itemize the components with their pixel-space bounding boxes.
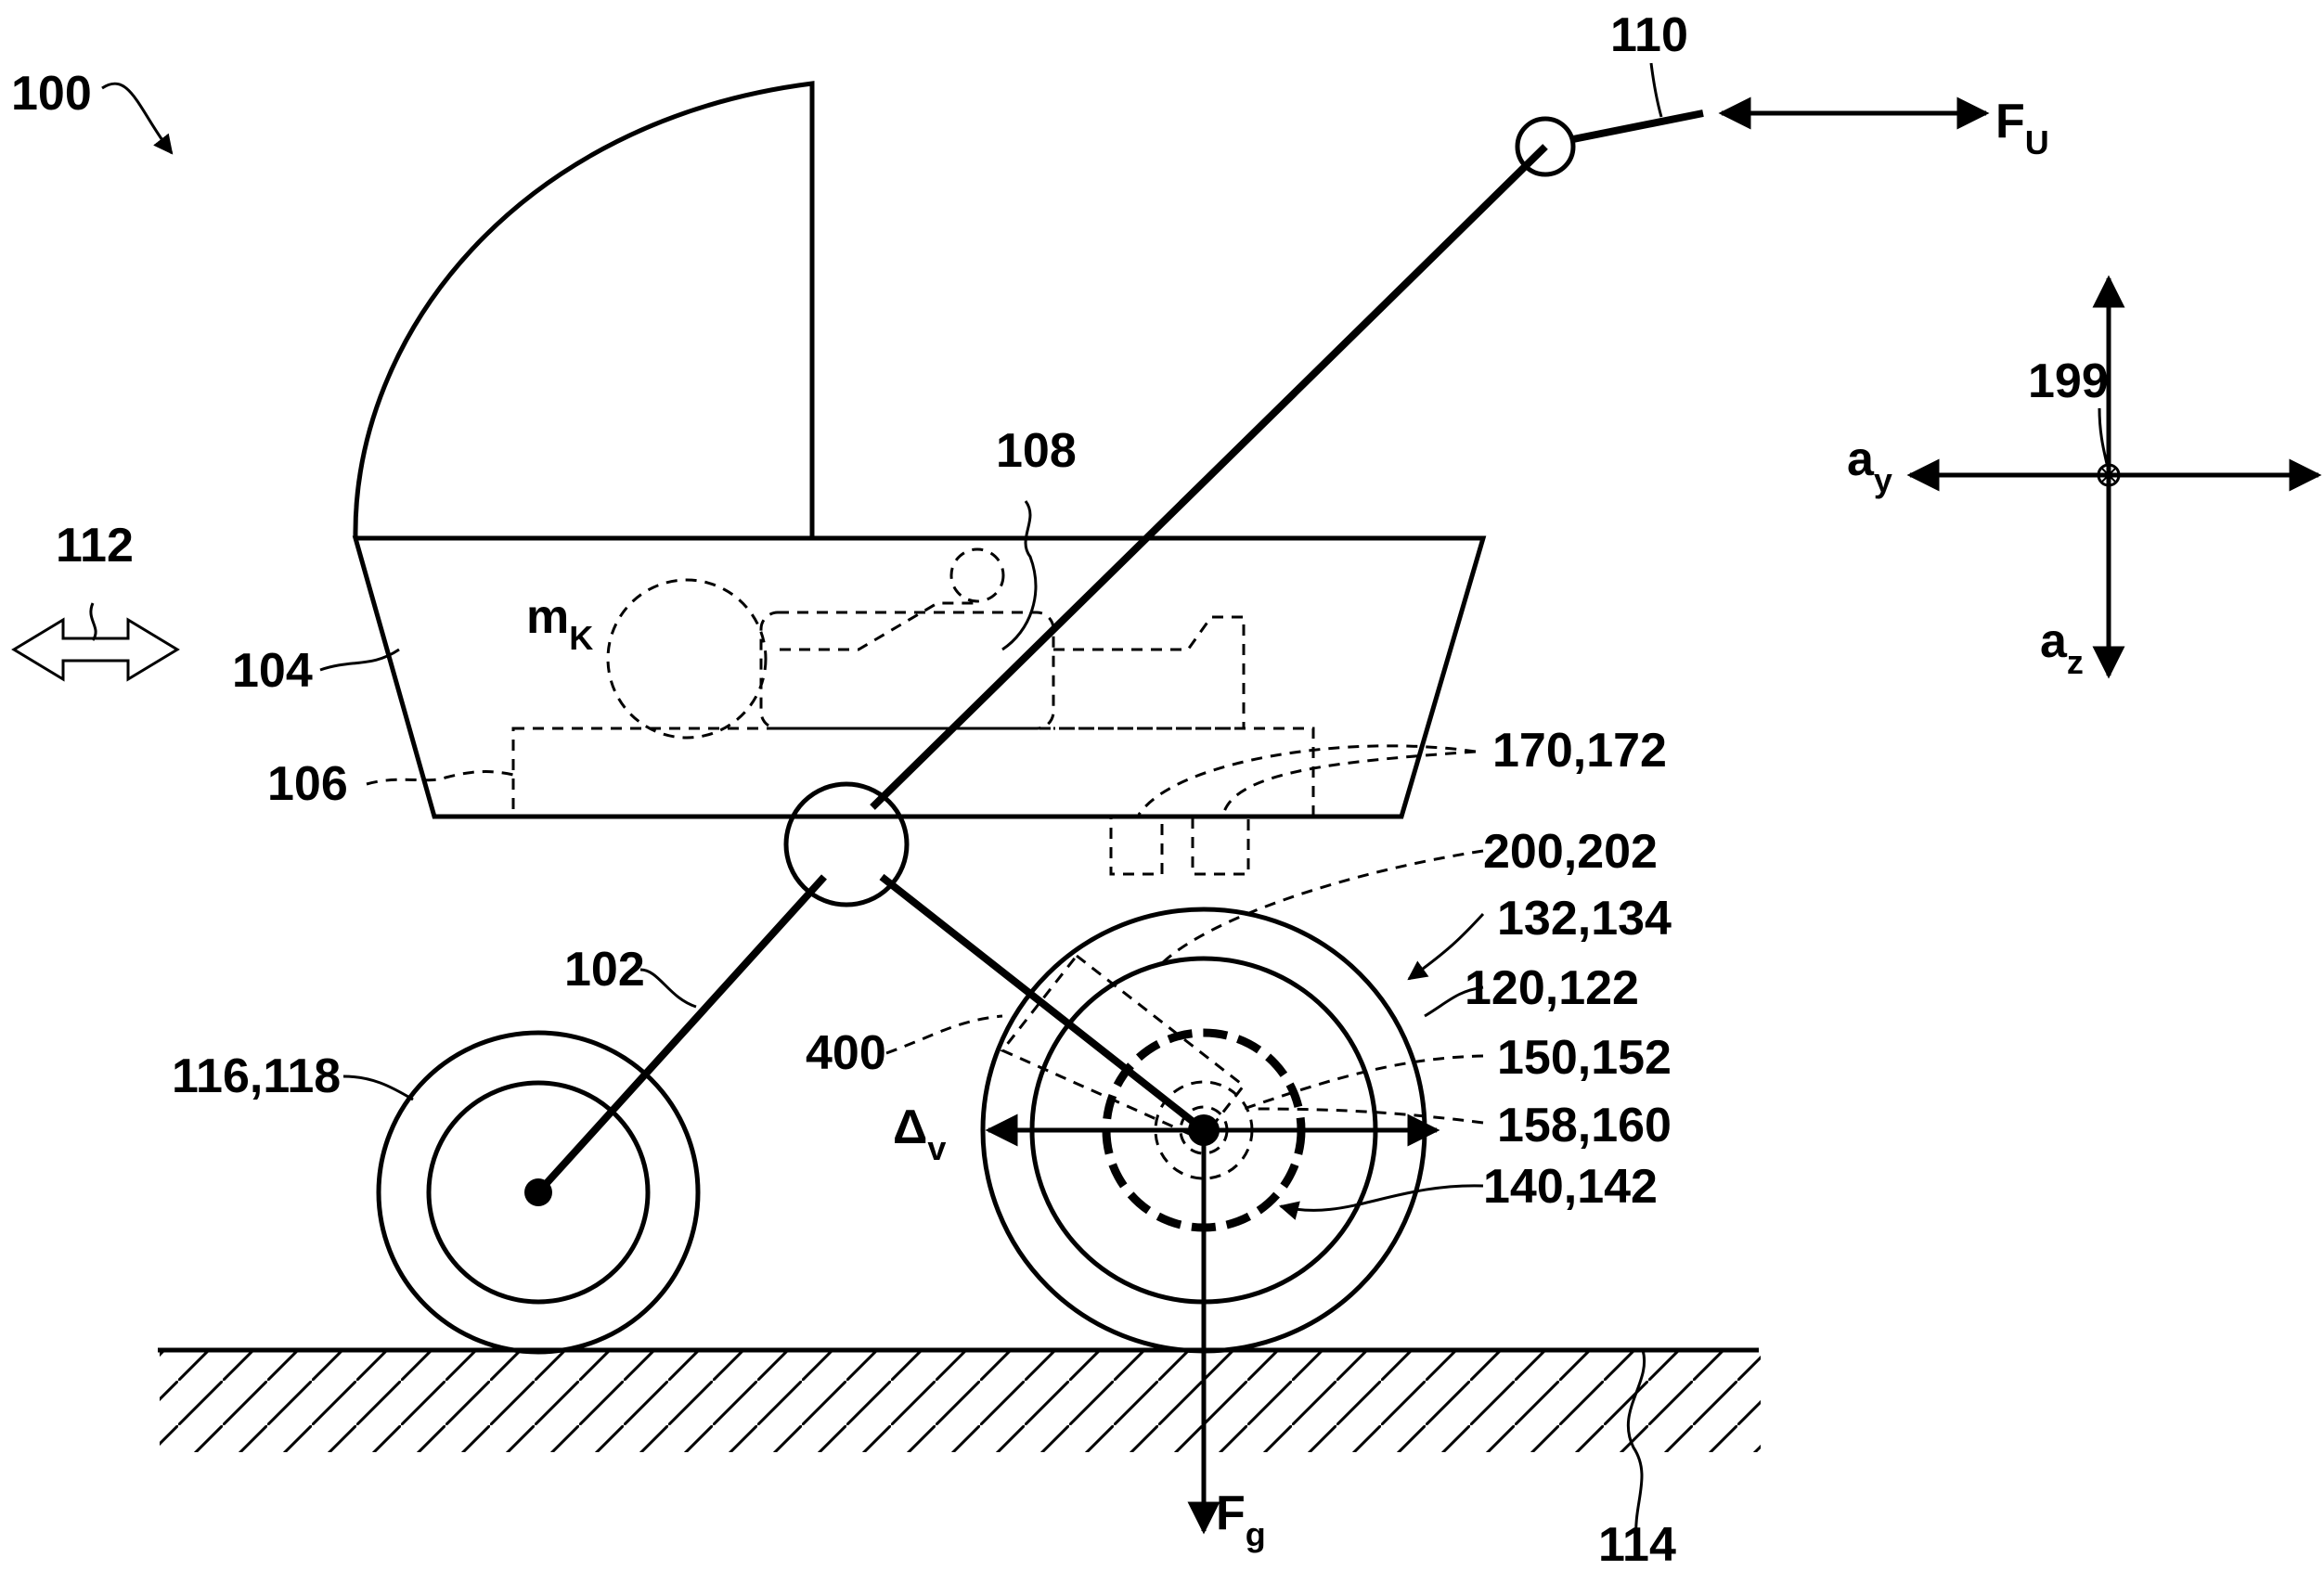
leader-lines bbox=[101, 62, 2109, 1539]
label-158-160: 158,160 bbox=[1497, 1099, 1672, 1152]
child-outline bbox=[759, 547, 1246, 730]
frame-joint bbox=[783, 781, 910, 907]
label-170-172: 170,172 bbox=[1492, 724, 1667, 778]
direction-double-arrow bbox=[11, 602, 180, 682]
label-199: 199 bbox=[2028, 354, 2109, 408]
symbol-accel-y: ay bbox=[1847, 432, 1892, 499]
symbol-force-handle: FU bbox=[1995, 95, 2049, 161]
label-114: 114 bbox=[1598, 1518, 1676, 1570]
sensor-boxes bbox=[1109, 815, 1250, 876]
symbol-gravity: Fg bbox=[1216, 1486, 1266, 1553]
ground bbox=[158, 1347, 1761, 1452]
symbol-delta-v: Δv bbox=[893, 1100, 946, 1167]
symbol-child-mass: mK bbox=[526, 590, 593, 657]
carrycot-body bbox=[352, 535, 1487, 819]
arrows bbox=[985, 97, 1990, 1535]
label-120-122: 120,122 bbox=[1465, 961, 1639, 1015]
handle-joint bbox=[1515, 116, 1576, 177]
label-200-202: 200,202 bbox=[1483, 825, 1658, 879]
front-wheel bbox=[376, 1030, 701, 1355]
label-116-118: 116,118 bbox=[172, 1049, 341, 1103]
frame bbox=[536, 109, 1704, 1195]
label-100: 100 bbox=[11, 67, 92, 121]
label-104: 104 bbox=[232, 644, 313, 698]
label-110: 110 bbox=[1610, 8, 1688, 62]
label-108: 108 bbox=[996, 424, 1077, 478]
mattress bbox=[511, 727, 1315, 818]
label-150-152: 150,152 bbox=[1497, 1031, 1672, 1085]
coordinate-system bbox=[1906, 275, 2322, 679]
label-140-142: 140,142 bbox=[1483, 1160, 1658, 1214]
symbol-accel-z: az bbox=[2040, 614, 2084, 681]
child-mass-circle bbox=[606, 578, 768, 740]
label-400: 400 bbox=[806, 1026, 886, 1080]
canopy bbox=[353, 81, 815, 539]
label-106: 106 bbox=[267, 757, 348, 811]
label-112: 112 bbox=[56, 519, 134, 573]
label-132-134: 132,134 bbox=[1497, 892, 1672, 946]
label-102: 102 bbox=[564, 943, 645, 997]
